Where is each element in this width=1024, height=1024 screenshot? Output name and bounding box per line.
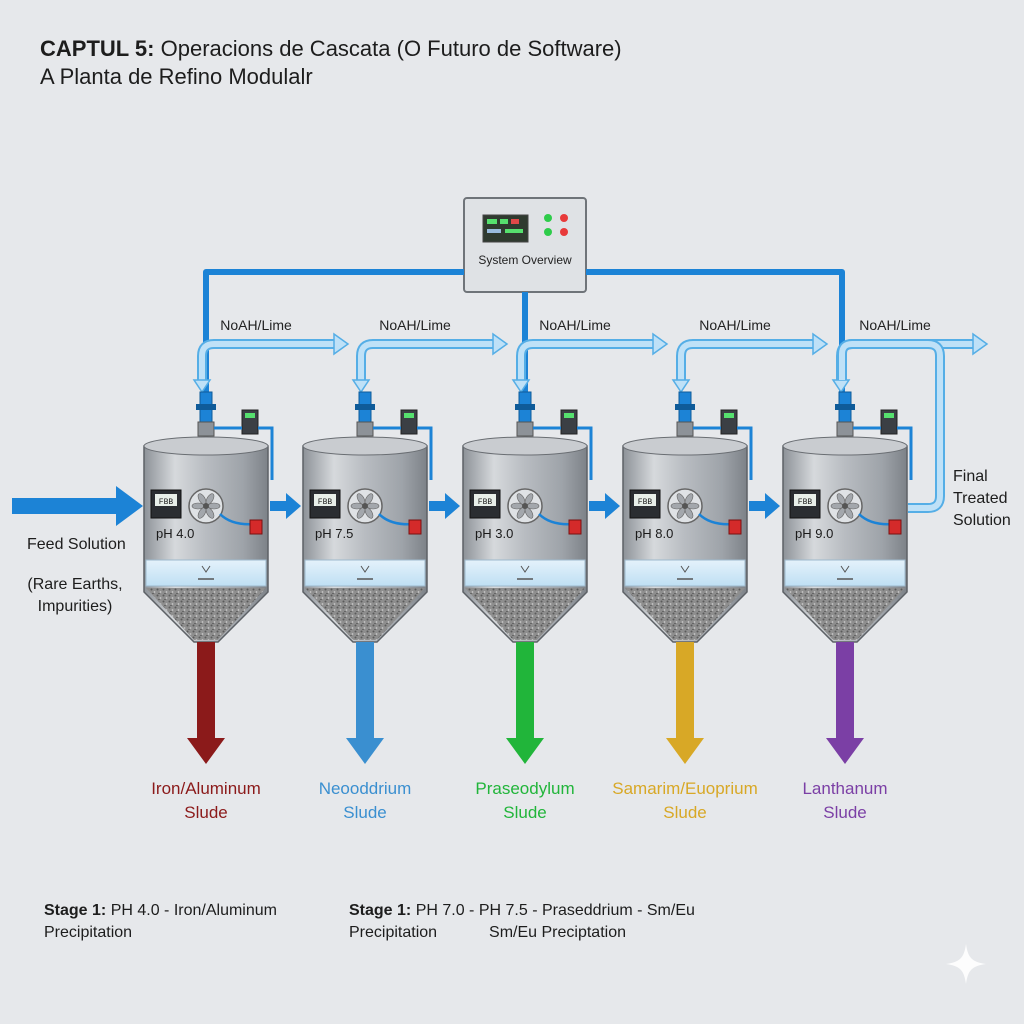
title-text: Operacions de Cascata (O Futuro de Softw…: [154, 36, 622, 61]
tank-ph-label: pH 7.5: [315, 526, 353, 541]
indicator-light-red-1: [560, 214, 568, 222]
ph-display-value: FBB: [798, 498, 813, 507]
indicator-light-green-2: [544, 228, 552, 236]
final-line3: Solution: [953, 512, 1011, 529]
transfer-arrow: [589, 493, 620, 519]
footer-right-line1: PH 7.0 - PH 7.5 - Praseddrium - Sm/Eu: [411, 902, 695, 919]
footer-left-stage: Stage 1:: [44, 902, 107, 919]
final-line2: Treated: [953, 490, 1008, 507]
ph-display-value: FBB: [159, 498, 174, 507]
sludge-name: Iron/Aluminum: [151, 779, 261, 798]
reagent-arrow: [671, 332, 829, 394]
footer-left-line1: PH 4.0 - Iron/Aluminum: [106, 902, 277, 919]
transfer-arrow: [270, 493, 301, 519]
reagent-arrow: [351, 332, 509, 394]
liquid-level: [304, 559, 426, 587]
indicator-light-green-1: [544, 214, 552, 222]
tank-ph-label: pH 4.0: [156, 526, 194, 541]
transfer-arrow: [749, 493, 780, 519]
final-line1: Final: [953, 468, 988, 485]
ph-display-value: FBB: [638, 498, 653, 507]
reagent-arrow: [511, 332, 669, 394]
sludge-label: Slude: [343, 803, 386, 822]
drain-valve[interactable]: [249, 519, 263, 535]
final-outlet-pipe: [837, 339, 945, 513]
title-block: CAPTUL 5: Operacions de Cascata (O Futur…: [40, 36, 622, 92]
sludge-discharge: [356, 642, 374, 738]
footer-stage-left: Stage 1: PH 4.0 - Iron/Aluminum Precipit…: [44, 900, 277, 944]
sludge-name: Praseodylum: [475, 779, 574, 798]
feed-solution-label: Feed Solution: [27, 536, 126, 553]
chapter-label: CAPTUL 5:: [40, 36, 155, 61]
drain-valve[interactable]: [568, 519, 582, 535]
sludge-discharge: [516, 642, 534, 738]
tank-ph-label: pH 8.0: [635, 526, 673, 541]
liquid-level: [784, 559, 906, 587]
drain-valve[interactable]: [728, 519, 742, 535]
feed-sub-line2: Impurities): [37, 598, 113, 615]
tank-ph-label: pH 9.0: [795, 526, 833, 541]
sludge-cone: [785, 588, 905, 640]
sludge-label: Slude: [503, 803, 546, 822]
reagent-arrow: [192, 332, 350, 394]
reagent-label: NoAH/Lime: [379, 317, 451, 333]
sludge-label: Slude: [184, 803, 227, 822]
footer-right-line2a: Precipitation: [349, 924, 438, 941]
sludge-label: Slude: [663, 803, 706, 822]
drain-valve[interactable]: [408, 519, 422, 535]
control-panel[interactable]: System Overview: [463, 197, 587, 293]
sludge-discharge: [676, 642, 694, 738]
sludge-label: Slude: [823, 803, 866, 822]
reagent-label: NoAH/Lime: [220, 317, 292, 333]
sludge-discharge: [836, 642, 854, 738]
transfer-arrow: [429, 493, 460, 519]
feed-arrow: [12, 486, 143, 526]
sludge-cone: [625, 588, 745, 640]
ph-display-value: FBB: [318, 498, 333, 507]
final-treated-label: Final Treated Solution: [953, 466, 1011, 532]
footer-left-line2: Precipitation: [44, 924, 133, 941]
liquid-level: [145, 559, 267, 587]
drain-valve[interactable]: [888, 519, 902, 535]
reagent-label: NoAH/Lime: [699, 317, 771, 333]
page-subtitle: A Planta de Refino Modulalr: [40, 64, 313, 89]
reagent-label: NoAH/Lime: [859, 317, 931, 333]
sludge-discharge: [197, 642, 215, 738]
footer-stage-right: Stage 1: PH 7.0 - PH 7.5 - Praseddrium -…: [349, 900, 695, 944]
sludge-name: Lanthanum: [802, 779, 887, 798]
tank-ph-label: pH 3.0: [475, 526, 513, 541]
sludge-cone: [305, 588, 425, 640]
sludge-cone: [146, 588, 266, 640]
liquid-level: [624, 559, 746, 587]
liquid-level: [464, 559, 586, 587]
sparkle-icon: [946, 944, 986, 984]
indicator-light-red-2: [560, 228, 568, 236]
page-title: CAPTUL 5: Operacions de Cascata (O Futur…: [40, 36, 622, 62]
sludge-cone: [465, 588, 585, 640]
feed-solution-sublabel: (Rare Earths, Impurities): [25, 574, 125, 618]
reagent-label: NoAH/Lime: [539, 317, 611, 333]
ph-display-value: FBB: [478, 498, 493, 507]
sludge-name: Samarim/Euoprium: [612, 779, 758, 798]
sludge-name: Neooddrium: [319, 779, 412, 798]
footer-right-line2b: Sm/Eu Preciptation: [489, 924, 626, 941]
control-panel-label: System Overview: [478, 253, 572, 267]
footer-right-stage: Stage 1:: [349, 902, 412, 919]
feed-sub-line1: (Rare Earths,: [27, 576, 123, 593]
